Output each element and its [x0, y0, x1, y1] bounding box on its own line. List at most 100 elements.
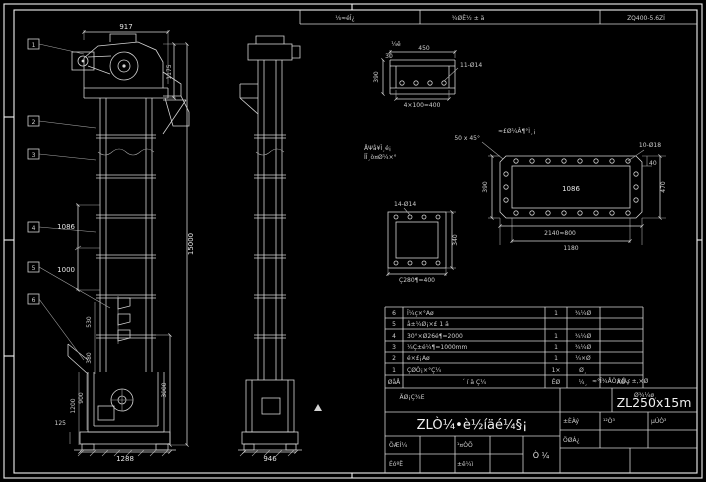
bom-header-no: ØåÅ — [388, 379, 401, 386]
dim-lower-height: 3000 — [161, 382, 168, 397]
detail-b-holes-label: 10-Ø18 — [639, 142, 661, 149]
side-elevation-view: 946 — [238, 35, 322, 463]
dim-left-1200: 1200 — [70, 398, 77, 413]
bucket — [117, 313, 131, 326]
bom-header-qty: ÊØ — [552, 378, 561, 386]
balloon-3: 3 — [32, 152, 36, 159]
elevator-boot — [67, 343, 176, 457]
detail-channel: ¼ê 11-Ø14 450 30 390 4×100=400 — [373, 41, 482, 109]
bom-mat: ¾¼Ø — [575, 333, 592, 340]
front-elevation-view: 1 2 3 4 5 6 917 1086 1000 — [27, 23, 195, 463]
elevator-head — [71, 33, 190, 135]
dim-detail-a-top: 450 — [418, 45, 430, 52]
bom-header-note: ÅÒ — [617, 379, 626, 386]
sign-cell-1: ÖÆÍ¼ — [389, 442, 407, 449]
bom-no: 4 — [392, 333, 396, 340]
bom-name: Î¼ç×°Aø — [407, 310, 434, 317]
inspection-door — [97, 405, 115, 421]
bucket — [117, 297, 131, 310]
bom-mat: ¾¼Ø — [575, 310, 592, 317]
balloon-4: 4 — [32, 225, 36, 232]
discharge-chute — [162, 71, 182, 97]
bom-qty: 1× — [552, 367, 561, 374]
dim-base-1288: 1288 — [116, 455, 134, 463]
material-note: ≈°Î¾ÅÒ×Ǿؼ ±,×Ø — [592, 378, 649, 385]
sheet-mark: Ò ¼ — [533, 449, 550, 460]
detail-b-note: ≈£Ø¼Â¶°Ì¸¡ — [498, 128, 535, 135]
dim-detail-b-left: 390 — [482, 181, 489, 193]
dim-detail-c-bottom: Ç280¶=400 — [399, 277, 435, 284]
bom-name: å±¼Ø¡×£ 1 ä — [407, 321, 449, 328]
sheet-frame: ⅛≈éÎ¿ ¾ØÊ½ ± ä ZQ400-5.6ZÍ — [3, 3, 703, 479]
weld-note-1: ÅΨå¥Î¸é¡ — [364, 145, 391, 152]
balloon-1: 1 — [32, 42, 36, 49]
bom-no: 6 — [392, 310, 396, 317]
sign-cell-2: ÉóºË — [389, 460, 403, 468]
dim-detail-b-470: 470 — [660, 181, 667, 193]
side-bracket — [239, 83, 259, 115]
bom-table: 6 Î¼ç×°Aø 1 ¾¼Ø 5 å±¼Ø¡×£ 1 ä 4 30°×Ø26é… — [384, 306, 644, 473]
dim-head-height: 1175 — [166, 64, 173, 79]
info-cell-1: ±ÈÀý — [563, 417, 580, 425]
inlet-chute — [67, 343, 89, 375]
bom-header-mat: ¼¸ — [579, 379, 588, 386]
info-cell-4: ÖØÁ¿ — [563, 437, 580, 444]
elevator-casing — [96, 98, 156, 372]
dim-left-125: 125 — [55, 420, 67, 427]
balloon-5: 5 — [32, 265, 36, 272]
dim-detail-a-30: 30 — [385, 53, 393, 60]
dim-detail-a-bottom: 4×100=400 — [404, 102, 441, 109]
dim-left-380: 380 — [86, 352, 93, 364]
sign-cell-4: ±ê¼ì — [457, 461, 474, 468]
bom-qty: 1 — [554, 310, 558, 317]
bom-no: 5 — [392, 321, 396, 328]
bom-mat: ¾¼Ø — [575, 344, 592, 351]
dim-left-1086: 1086 — [57, 223, 75, 231]
bom-mat: ¼×Ø — [575, 355, 591, 362]
bom-no: 3 — [392, 344, 396, 351]
top-strip-cell2: ¾ØÊ½ ± ä — [452, 14, 485, 22]
bom-qty: 1 — [554, 355, 558, 362]
top-strip-cell3: ZQ400-5.6ZÍ — [627, 15, 665, 22]
bom-name: ¼Ç±é¼¶=1000mm — [407, 344, 467, 351]
bom-no: 2 — [392, 355, 396, 362]
item-balloons: 1 2 3 4 5 6 — [27, 38, 111, 361]
bom-no: 1 — [392, 367, 396, 374]
dim-detail-b-bottom2: 1180 — [563, 245, 578, 252]
title-block-cell-a: ÄØ¡Ç¾E — [399, 394, 424, 401]
bom-qty: 1 — [554, 344, 558, 351]
front-view-dimensions: 917 1086 1000 530 380 900 1200 125 1288 — [55, 23, 195, 463]
section-marker — [314, 404, 322, 411]
drawing-title: ZLÒ¼•è½íäé¼§¡ — [417, 417, 528, 433]
dim-left-1000: 1000 — [57, 266, 75, 274]
balloon-2: 2 — [32, 119, 36, 126]
detail-a-holes-label: 11-Ø14 — [460, 62, 482, 69]
detail-a-label: ¼ê — [391, 41, 401, 48]
detail-c-holes-label: 14-Ø14 — [394, 201, 416, 208]
dim-detail-a-left: 390 — [373, 71, 380, 83]
detail-long-plate: 50 x 45° ≈£Ø¼Â¶°Ì¸¡ 10-Ø18 1086 2140≈800… — [454, 128, 667, 252]
chamfer-label: 50 x 45° — [454, 135, 480, 142]
dim-detail-b-bottom1: 2140≈800 — [544, 230, 576, 237]
bom-mat: Ø¸ — [579, 367, 587, 374]
detail-square-plate: 14-Ø14 ÅΨå¥Î¸é¡ ÏÎ¸ò¤Ø¼×° Ç280¶=400 340 — [364, 145, 459, 284]
dim-slot-1086: 1086 — [562, 185, 580, 193]
title-block: ≈°Î¾ÅÒ×Ǿؼ ±,×Ø Ø¾¼ø¸ ZL250x15m ZLÒ¼•è½íä… — [385, 378, 697, 473]
material-note-2: Ø¾¼ø¸ — [634, 392, 657, 399]
dim-left-530: 530 — [86, 316, 93, 328]
dim-side-base: 946 — [263, 455, 277, 463]
dim-detail-c-right: 340 — [452, 234, 459, 246]
top-strip-cell1: ⅛≈éÎ¿ — [335, 15, 355, 22]
dim-left-900: 900 — [78, 392, 85, 404]
balloon-6: 6 — [32, 297, 36, 304]
model-number: ZL250x15m — [617, 395, 692, 410]
bom-header-name: ´ í ä Ç¼ — [462, 379, 486, 386]
info-cell-3: µÚÒ³ — [651, 418, 667, 425]
dim-detail-b-40: 40 — [649, 160, 657, 167]
bucket — [117, 329, 131, 342]
info-cell-2: ¹²Ò³ — [603, 418, 616, 425]
bom-name: ÇØÒ¡×°Ç¼ — [407, 367, 441, 374]
bom-name: 30°×Ø26é¶=2000 — [407, 333, 463, 340]
